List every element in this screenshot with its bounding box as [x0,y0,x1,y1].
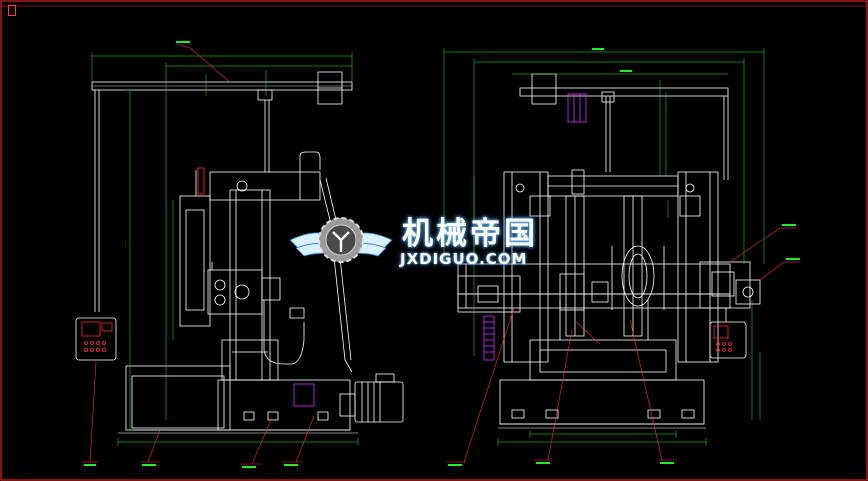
vertical-slide [179,195,211,327]
front-base [529,339,677,381]
cable-guide-arm [299,151,321,172]
side-dim-tag: —— [123,242,127,248]
ram-head [209,171,321,201]
front-foundation [499,379,705,425]
side-view-leader-tags [84,41,298,468]
side-elevation-view [75,71,404,434]
overhead-crossbeam [519,87,729,97]
site-watermark: 机械帝国 JXDIGUO.COM [288,206,588,276]
front-counterweight [531,73,557,105]
front-elevation-view [457,73,761,429]
front-view-dimensions [443,48,765,446]
title-block-label [8,5,16,16]
rotary-chuck [621,245,655,307]
right-column [677,171,719,363]
watermark-chinese-text: 机械帝国 [402,216,538,252]
lead-screw [483,315,495,361]
side-view-leaders [82,43,315,465]
right-side-head [699,261,751,309]
pendant-control-box [75,317,117,361]
front-pendant-box [709,321,747,359]
left-column [503,171,549,363]
front-view-leaders [446,227,800,463]
watermark-url-text: JXDIGUO.COM [400,250,528,268]
cable-loop [263,300,305,365]
left-side-head [457,275,521,313]
front-view-leader-tags [448,48,800,466]
watermark-emblem [289,217,393,263]
floor-plate [217,379,351,431]
side-view-dimensions [91,52,359,446]
